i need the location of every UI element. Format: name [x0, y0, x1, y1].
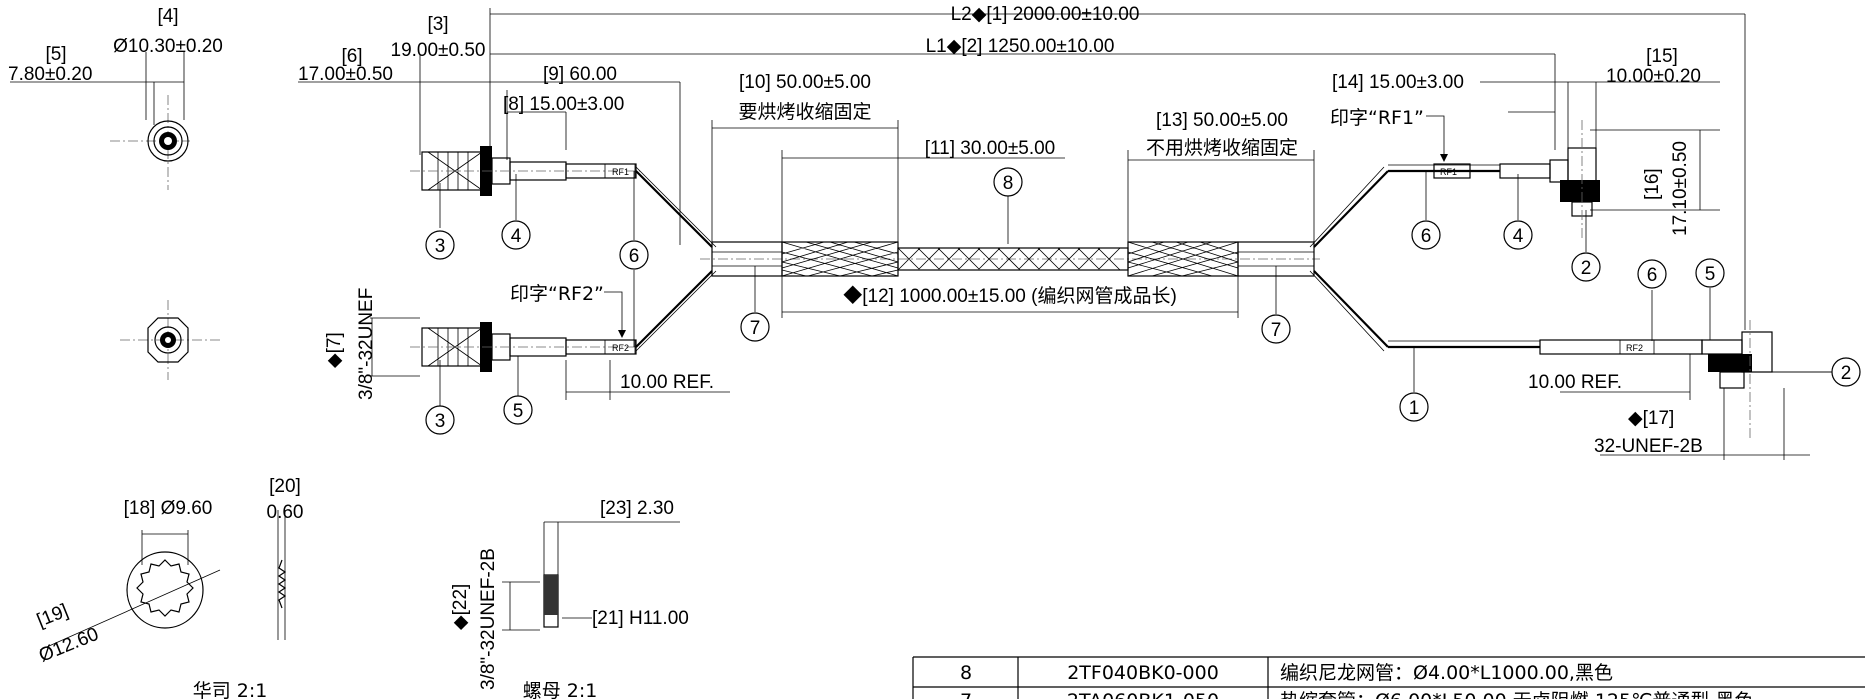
ref-right: 10.00 REF. [1528, 372, 1622, 393]
cable-harness: RF1 RF2 [635, 163, 1703, 355]
dim-8: [8] 15.00±3.00 [503, 94, 624, 115]
bom-item: 7 [960, 690, 972, 699]
balloon-2-bottom: 2 [1841, 363, 1852, 384]
dim-20-value: 0.60 [267, 502, 304, 523]
dim-17-thread: 32-UNEF-2B [1594, 436, 1703, 457]
balloon-6-right-top: 6 [1421, 226, 1432, 247]
connector-bottom-right [1560, 320, 1842, 460]
sleeve-label-rf2: RF2 [612, 343, 629, 353]
balloon-2-top: 2 [1581, 258, 1592, 279]
balloons: 3 4 6 3 5 7 8 7 6 4 2 1 6 [425, 167, 1861, 435]
dim-20-tag: [20] [269, 476, 301, 497]
dim-18: [18] Ø9.60 [124, 498, 213, 519]
dim-5-value: 7.80±0.20 [8, 64, 92, 85]
dim-3-tag: [3] [427, 14, 448, 35]
dim-5-tag: [5] [45, 44, 66, 65]
ref-dim-left [565, 360, 730, 400]
dim-6-tag: [6] [341, 46, 362, 67]
dim-10: [10] 50.00±5.00 [739, 72, 871, 93]
washer-caption: 华司 2:1 [193, 680, 268, 699]
bom-part-no: 2TF040BK0-000 [1067, 662, 1219, 684]
dim-19-value: Ø12.60 [36, 624, 102, 667]
bom-part-no: 2TA060BK1-050 [1067, 690, 1219, 699]
dim-13-note: 不用烘烤收缩固定 [1146, 137, 1298, 159]
dim-7-thread: 3/8"-32UNEF [356, 288, 377, 400]
dim-6-value: 17.00±0.50 [298, 64, 393, 85]
harness-dimension-lines [711, 120, 1315, 318]
dim-15-tag: [15] [1646, 46, 1678, 67]
dim-19-tag: [19] [34, 600, 71, 631]
dim-11: [11] 30.00±5.00 [925, 138, 1056, 159]
sleeve-label-rf1-right: RF1 [1440, 167, 1457, 177]
connector-top-right [1480, 81, 1720, 240]
balloon-6-right-bottom: 6 [1647, 265, 1658, 286]
dim-15-value: 10.00±0.20 [1606, 66, 1701, 87]
balloon-8: 8 [1003, 173, 1014, 194]
dim-14: [14] 15.00±3.00 [1332, 72, 1464, 93]
bom-row: 7 2TA060BK1-050 热缩套管：Ø6.00*L50.00,无卤阻燃,1… [960, 690, 1754, 699]
dim-22-tag: ◆[22] [450, 584, 471, 630]
sleeve-label-rf1: RF1 [612, 167, 629, 177]
balloon-3-top: 3 [435, 236, 446, 257]
dim-10-note: 要烘烤收缩固定 [738, 101, 871, 123]
balloon-7-right: 7 [1271, 320, 1282, 341]
dim-16-value: 17.10±0.50 [1670, 141, 1691, 236]
nut-detail [502, 521, 680, 631]
bom-desc: 编织尼龙网管：Ø4.00*L1000.00,黑色 [1280, 662, 1613, 684]
top-dimension-lines [298, 8, 1746, 330]
nut-caption: 螺母 2:1 [523, 680, 598, 699]
balloon-5-right: 5 [1705, 264, 1716, 285]
print-note-rf2: 印字“RF2” [510, 283, 604, 305]
balloon-7-left: 7 [750, 318, 761, 339]
dim-22-thread: 3/8"-32UNEF-2B [478, 548, 499, 690]
left-end-view-bottom [120, 300, 220, 380]
dim-3-value: 19.00±0.50 [391, 40, 486, 61]
connector-bottom-left: RF2 [370, 317, 640, 377]
dim-4-tag: [4] [157, 6, 178, 27]
ref-left: 10.00 REF. [620, 372, 714, 393]
dim-17-tag: ◆[17] [1628, 408, 1674, 429]
balloon-3-bottom: 3 [435, 411, 446, 432]
dim-13: [13] 50.00±5.00 [1156, 110, 1288, 131]
balloon-5-left: 5 [513, 401, 524, 422]
dim-16-tag: [16] [1642, 168, 1663, 200]
bom-row: 8 2TF040BK0-000 编织尼龙网管：Ø4.00*L1000.00,黑色 [960, 662, 1613, 684]
balloon-1: 1 [1409, 398, 1420, 419]
balloon-4-right: 4 [1513, 226, 1524, 247]
dim-4-value: Ø10.30±0.20 [113, 36, 223, 57]
dim-9: [9] 60.00 [543, 64, 617, 85]
sleeve-label-rf2-right: RF2 [1626, 343, 1643, 353]
left-end-view-top [10, 52, 190, 190]
bom-item: 8 [960, 662, 972, 684]
dim-7-tag: ◆[7] [324, 332, 345, 368]
balloon-4-left: 4 [511, 226, 522, 247]
dim-23: [23] 2.30 [600, 498, 674, 519]
washer-detail [39, 510, 287, 651]
dim-l1: L1◆[2] 1250.00±10.00 [926, 36, 1115, 57]
connector-top-left: RF1 [410, 146, 640, 196]
balloon-6-left: 6 [629, 246, 640, 267]
print-note-rf1: 印字“RF1” [1330, 107, 1424, 129]
dim-21: [21] H11.00 [592, 608, 689, 629]
dim-l2: L2◆[1] 2000.00±10.00 [951, 4, 1140, 25]
bom-desc: 热缩套管：Ø6.00*L50.00,无卤阻燃,125℃普通型,黑色 [1280, 690, 1753, 699]
dim-12: ◆[12] 1000.00±15.00 (编织网管成品长) [843, 285, 1177, 307]
bom-table: 8 2TF040BK0-000 编织尼龙网管：Ø4.00*L1000.00,黑色… [912, 656, 1865, 699]
